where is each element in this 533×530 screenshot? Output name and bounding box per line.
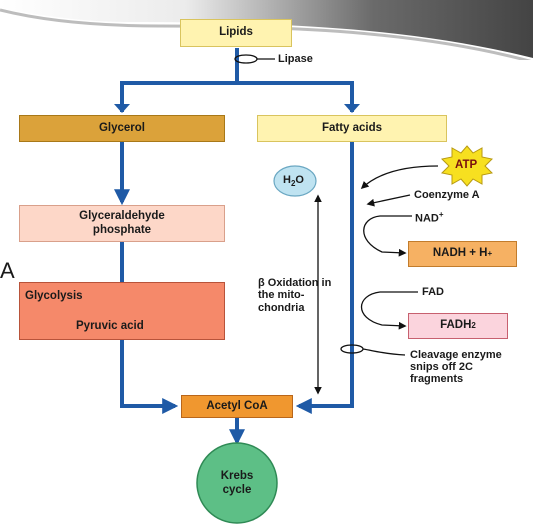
cofactor-arrows [314,165,439,395]
lipase-connector [234,54,275,64]
h2o-circle [273,165,317,197]
acetyl-coa-box: Acetyl CoA [181,395,293,418]
krebs-cycle-label: Krebs cycle [220,470,254,496]
nadh-box: NADH + H+ [408,241,517,267]
side-letter: A [0,258,15,283]
nad-text: NAD [415,212,439,225]
cleavage-enzyme-label: Cleavage enzyme snips off 2C fragments [410,349,502,386]
nadh-superscript: + [487,249,493,259]
h2o-label: H2O [283,174,304,188]
h2o-h: H [283,174,291,186]
atp-label: ATP [455,159,478,171]
fadh-label: FADH [440,319,472,332]
nad-label: NAD+ [415,210,444,225]
fadh-subscript: 2 [471,321,476,331]
atp-starburst [440,145,494,187]
krebs-circle [196,442,278,524]
nad-superscript: + [438,210,444,219]
glycolysis-box [19,282,225,340]
lipids-box: Lipids [180,19,292,47]
nadh-label: NADH + H [432,247,488,260]
arrow-fatty-to-acetyl [295,142,354,414]
glycerol-box: Glycerol [19,115,225,142]
beta-oxidation-label: β Oxidation in the mito- chondria [258,277,332,314]
coenzyme-a-label: Coenzyme A [414,189,480,201]
glycolysis-label: Glycolysis [25,290,83,302]
h2o-subscript: 2 [290,179,296,189]
pyruvic-acid-label: Pyruvic acid [76,320,144,332]
glyceraldehyde-phosphate-box: Glyceraldehyde phosphate [19,205,225,242]
fatty-acids-box: Fatty acids [257,115,447,142]
lipase-label: Lipase [278,53,313,65]
arrow-pyruvic-to-acetyl [120,340,179,414]
fad-label: FAD [422,286,444,298]
cleavage-connector [340,344,406,356]
h2o-o: O [295,174,304,186]
